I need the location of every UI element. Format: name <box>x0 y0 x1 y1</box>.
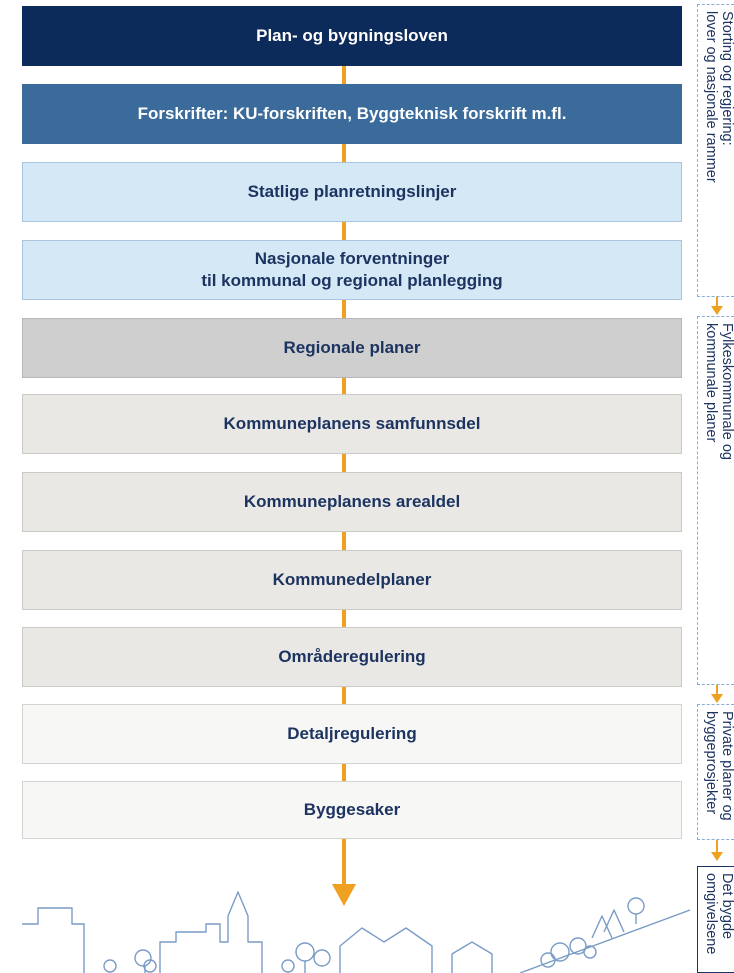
level-label: Kommuneplanens samfunnsdel <box>223 414 481 433</box>
connector-line <box>342 222 346 240</box>
level-kommuneplanens-samfunnsdel: Kommuneplanens samfunnsdel <box>22 394 682 454</box>
connector-line <box>342 610 346 627</box>
level-label: Detaljregulering <box>287 724 417 743</box>
side-panel-national: Storting og regjering: lover og nasjonal… <box>697 4 734 297</box>
side-arrow <box>711 685 723 703</box>
level-kommuneplanens-arealdel: Kommuneplanens arealdel <box>22 472 682 532</box>
connector-line <box>342 454 346 472</box>
level-statlige-planretningslinjer: Statlige planretningslinjer <box>22 162 682 222</box>
level-label: Kommunedelplaner <box>272 570 432 589</box>
side-panel-label: Private planer og byggeprosjekter <box>703 711 734 821</box>
skyline-illustration <box>22 891 690 973</box>
level-plan-og-bygningsloven: Plan- og bygningsloven <box>22 6 682 66</box>
side-panel-built-environment: Det bygde omgivelsene <box>697 866 734 973</box>
connector-line <box>342 144 346 162</box>
level-label: Forskrifter: KU-forskriften, Byggteknisk… <box>137 104 567 123</box>
connector-line <box>342 764 346 781</box>
connector-line <box>342 687 346 704</box>
side-panel-municipal: Fylkeskommunale og kommunale planer <box>697 316 734 685</box>
level-label: Nasjonale forventninger til kommunal og … <box>201 249 503 290</box>
level-label: Plan- og bygningsloven <box>256 26 448 45</box>
level-label: Statlige planretningslinjer <box>247 182 457 201</box>
side-panel-private: Private planer og byggeprosjekter <box>697 704 734 840</box>
final-arrow-shaft <box>342 839 346 887</box>
side-arrow <box>711 297 723 315</box>
connector-line <box>342 378 346 394</box>
level-label: Kommuneplanens arealdel <box>243 492 461 511</box>
side-panel-label: Det bygde omgivelsene <box>703 873 734 955</box>
connector-line <box>342 300 346 318</box>
connector-line <box>342 532 346 550</box>
level-kommunedelplaner: Kommunedelplaner <box>22 550 682 610</box>
final-arrow-head-icon <box>332 884 356 906</box>
connector-line <box>342 66 346 84</box>
side-panel-label: Fylkeskommunale og kommunale planer <box>703 323 734 460</box>
side-panel-label: Storting og regjering: lover og nasjonal… <box>703 11 734 183</box>
level-detaljregulering: Detaljregulering <box>22 704 682 764</box>
level-label: Byggesaker <box>303 800 401 819</box>
level-label: Områderegulering <box>278 647 426 666</box>
level-label: Regionale planer <box>283 338 421 357</box>
level-byggesaker: Byggesaker <box>22 781 682 839</box>
side-arrow <box>711 840 723 861</box>
level-forskrifter: Forskrifter: KU-forskriften, Byggteknisk… <box>22 84 682 144</box>
level-nasjonale-forventninger: Nasjonale forventninger til kommunal og … <box>22 240 682 300</box>
level-regionale-planer: Regionale planer <box>22 318 682 378</box>
level-omraderegulering: Områderegulering <box>22 627 682 687</box>
